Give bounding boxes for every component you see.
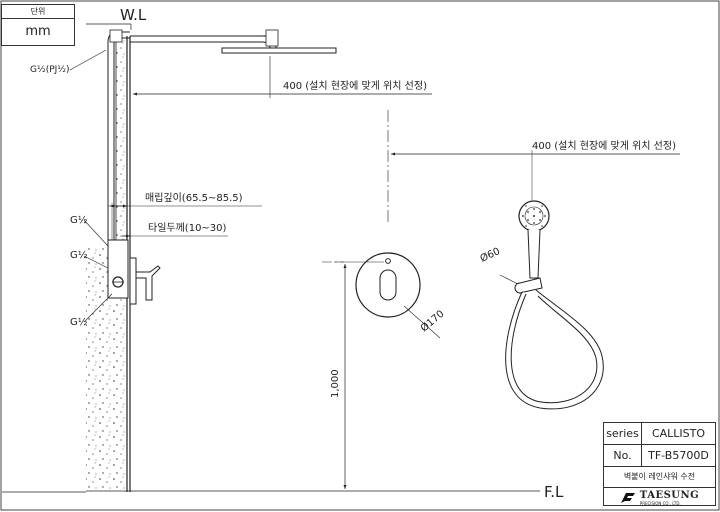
burial-depth-label: 매립깊이(65.5~85.5): [145, 191, 243, 204]
thread-callouts: G½ G½ G½: [70, 214, 113, 328]
rain-shower-head: [221, 47, 337, 54]
product-description: 벽붙이 레인샤워 수전: [604, 467, 715, 488]
shower-arm: [130, 29, 279, 49]
floor-level-marker: F.L: [2, 483, 564, 501]
brand-mark-icon: [620, 493, 635, 503]
unit-value: mm: [25, 24, 51, 39]
series-value: CALLISTO: [651, 427, 706, 440]
riser-pipe: [107, 29, 130, 248]
brand-subtitle: PRECISION CO., LTD.: [639, 500, 681, 506]
wall-upper-fill: [116, 40, 126, 248]
cover-plate: Ø170: [322, 110, 447, 339]
model-label: No.: [604, 445, 642, 466]
dim-right-arm: 400 (설치 현장에 맞게 위치 선정): [391, 139, 680, 200]
model-row: No. TF-B5700D: [604, 445, 715, 467]
water-level-label: W.L: [120, 6, 147, 24]
title-block: series CALLISTO No. TF-B5700D 벽붙이 레인샤워 수…: [603, 422, 716, 506]
dim-top-arm-label: 400 (설치 현장에 맞게 위치 선정): [283, 79, 427, 92]
dim-height: 1,000: [330, 261, 384, 489]
brand-name: TAESUNG: [639, 489, 700, 501]
thread-top-label: G½(PJ½): [30, 65, 70, 75]
unit-header: 단위: [2, 5, 74, 19]
floor-level-label: F.L: [544, 483, 564, 501]
water-level-marker: W.L: [86, 6, 147, 30]
hand-shower: Ø60: [478, 200, 604, 410]
diameter-plate-label: Ø170: [418, 308, 446, 335]
tile-thickness-label: 타일두께(10~30): [148, 222, 227, 234]
series-label: series: [604, 423, 642, 444]
thread-top-callout: G½(PJ½): [30, 49, 107, 75]
dim-top-arm: 400 (설치 현장에 맞게 위치 선정): [133, 56, 432, 98]
series-row: series CALLISTO: [604, 423, 715, 445]
thread-2-label: G½: [70, 249, 88, 261]
height-label: 1,000: [330, 369, 341, 398]
mixer-body: [107, 239, 161, 305]
model-value: TF-B5700D: [648, 449, 709, 462]
unit-box: 단위 mm: [1, 4, 75, 46]
dim-right-arm-label: 400 (설치 현장에 맞게 위치 선정): [532, 139, 676, 152]
dim-burial-depth: 매립깊이(65.5~85.5): [108, 191, 262, 240]
brand-logo: TAESUNG PRECISION CO., LTD.: [604, 488, 715, 508]
diameter-holder-label: Ø60: [478, 245, 502, 265]
thread-1-label: G½: [70, 214, 88, 226]
dim-tile-thickness: 타일두께(10~30): [120, 222, 228, 238]
thread-3-label: G½: [70, 316, 88, 328]
